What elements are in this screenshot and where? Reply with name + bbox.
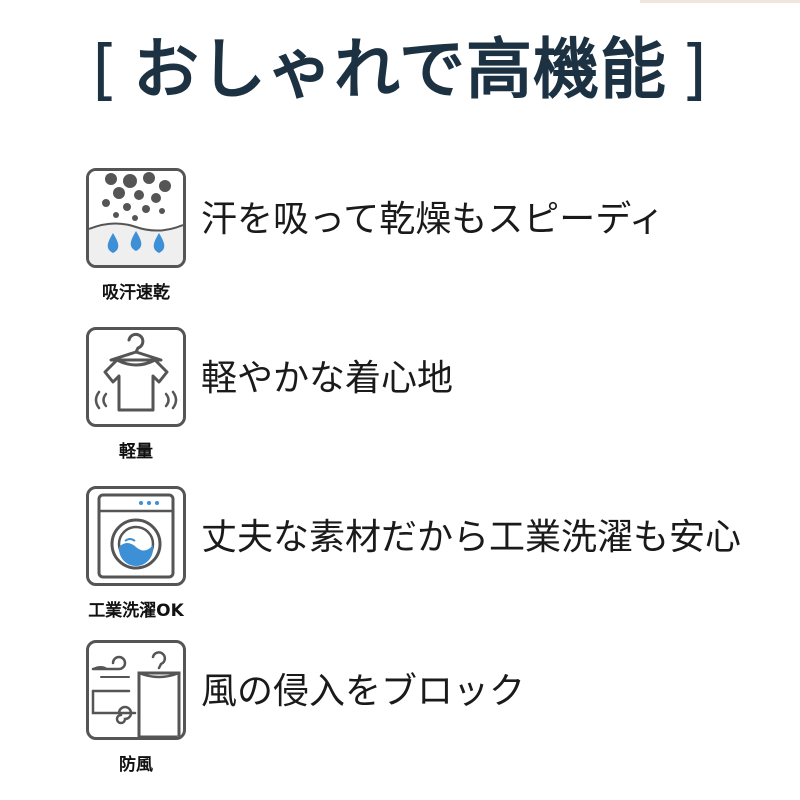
- icon-label: 軽量: [119, 442, 153, 462]
- top-accent-bar: [640, 0, 800, 3]
- feature-description: 汗を吸って乾燥もスピーディ: [201, 199, 665, 240]
- icon-label: 吸汗速乾: [102, 283, 170, 303]
- wind-block-icon: [86, 640, 186, 740]
- page-title: [おしゃれで高機能]: [0, 20, 800, 120]
- washing-machine-icon: [86, 486, 186, 586]
- feature-description: 軽やかな着心地: [201, 358, 454, 399]
- feature-row-lightweight: 軽量 軽やかな着心地: [86, 327, 786, 462]
- title-text: おしゃれで高機能: [132, 31, 668, 108]
- water-drops-icon: [86, 168, 186, 268]
- feature-description: 丈夫な素材だから工業洗濯も安心: [201, 517, 742, 558]
- title-bracket-open: [: [92, 31, 119, 108]
- feature-row-industrial-wash: 工業洗濯OK 丈夫な素材だから工業洗濯も安心: [86, 486, 786, 621]
- feature-description: 風の侵入をブロック: [201, 671, 526, 712]
- feature-row-quick-dry: 吸汗速乾 汗を吸って乾燥もスピーディ: [86, 168, 786, 303]
- feature-row-windproof: 防風 風の侵入をブロック: [86, 640, 786, 775]
- light-shirt-icon: [86, 327, 186, 427]
- icon-label: 工業洗濯OK: [88, 601, 184, 621]
- icon-label: 防風: [119, 755, 153, 775]
- title-bracket-close: ]: [681, 31, 708, 108]
